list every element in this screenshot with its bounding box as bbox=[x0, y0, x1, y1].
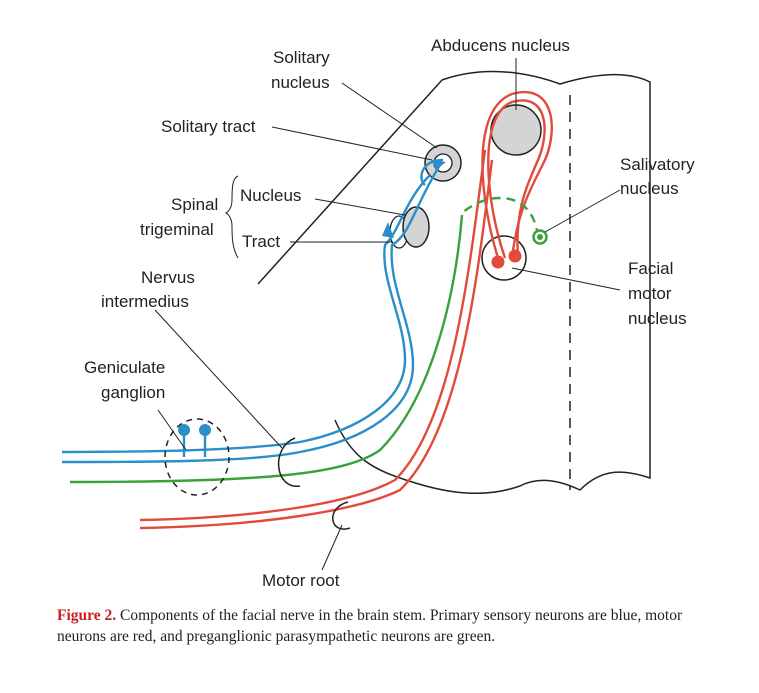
label-solitary-nucleus-1: Solitary bbox=[273, 48, 330, 67]
label-facial-motor-3: nucleus bbox=[628, 309, 687, 328]
parasympathetic-fibers bbox=[69, 196, 540, 484]
sensory-neuron-2 bbox=[199, 424, 211, 436]
geniculate-ganglion bbox=[164, 418, 230, 496]
caption-text: Components of the facial nerve in the br… bbox=[57, 607, 683, 645]
label-salivatory-nucleus-2: nucleus bbox=[620, 179, 679, 198]
trigeminal-arrow bbox=[382, 222, 394, 238]
spinal-brace-left bbox=[224, 175, 239, 259]
leader-lines bbox=[154, 58, 621, 571]
label-spinal-trigeminal-2: trigeminal bbox=[140, 220, 214, 239]
label-nervus-intermedius-1: Nervus bbox=[141, 268, 195, 287]
motor-fibers bbox=[139, 91, 553, 530]
label-facial-motor-1: Facial bbox=[628, 259, 673, 278]
figure-caption: Figure 2. Components of the facial nerve… bbox=[57, 605, 697, 647]
caption-label: Figure 2. bbox=[57, 607, 117, 624]
spinal-trigeminal-nucleus bbox=[402, 206, 430, 248]
motor-neuron-2 bbox=[508, 249, 522, 263]
label-geniculate-ganglion-1: Geniculate bbox=[84, 358, 165, 377]
brainstem-outline bbox=[257, 70, 651, 495]
label-abducens-nucleus: Abducens nucleus bbox=[431, 36, 570, 55]
motor-root-sheath bbox=[332, 501, 351, 530]
motor-neuron-1 bbox=[491, 255, 505, 269]
sensory-fibers bbox=[61, 158, 444, 464]
label-spinal-trigeminal-1: Spinal bbox=[171, 195, 218, 214]
label-tract: Tract bbox=[242, 232, 280, 251]
label-nucleus: Nucleus bbox=[240, 186, 301, 205]
label-facial-motor-2: motor bbox=[628, 284, 672, 303]
label-geniculate-ganglion-2: ganglion bbox=[101, 383, 165, 402]
label-salivatory-nucleus-1: Salivatory bbox=[620, 155, 695, 174]
label-motor-root: Motor root bbox=[262, 571, 340, 590]
label-solitary-nucleus-2: nucleus bbox=[271, 73, 330, 92]
sensory-neuron-1 bbox=[178, 424, 190, 436]
parasympathetic-neuron-core bbox=[537, 234, 543, 240]
solitary-arrow bbox=[432, 160, 446, 170]
nervus-intermedius-sheath bbox=[278, 437, 301, 487]
label-solitary-tract: Solitary tract bbox=[161, 117, 256, 136]
label-nervus-intermedius-2: intermedius bbox=[101, 292, 189, 311]
